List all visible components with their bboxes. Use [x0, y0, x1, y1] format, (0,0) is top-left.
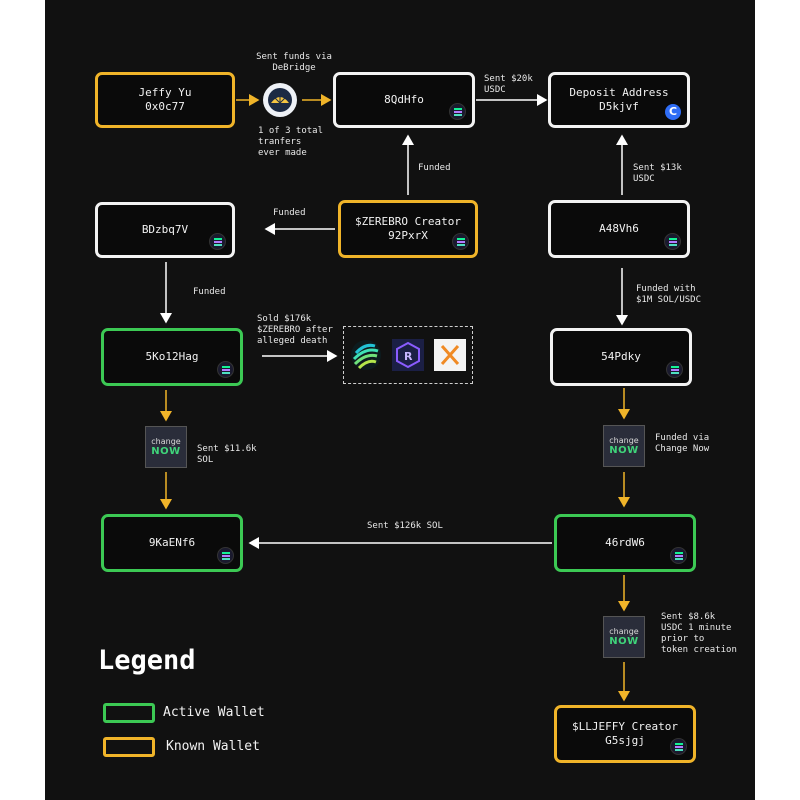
- solana-icon: [670, 738, 687, 755]
- solana-icon: [449, 103, 466, 120]
- wallet-zerebro-creator[interactable]: $ZEREBRO Creator 92PxrX: [338, 200, 478, 258]
- wallet-address: G5sjgj: [605, 734, 645, 747]
- wallet-name: $ZEREBRO Creator: [355, 215, 461, 228]
- coinbase-icon: C: [665, 104, 681, 120]
- label-funded-top: Funded: [418, 163, 451, 173]
- raydium-icon: R: [392, 339, 424, 371]
- legend-known-swatch: [103, 737, 155, 757]
- wallet-a48vh6[interactable]: A48Vh6: [548, 200, 690, 258]
- wallet-name: Jeffy Yu: [138, 86, 192, 99]
- solana-icon: [209, 233, 226, 250]
- legend-title: Legend: [98, 645, 196, 676]
- wallet-46rdw6[interactable]: 46rdW6: [554, 514, 696, 572]
- wallet-8qdhfo[interactable]: 8QdHfo: [333, 72, 475, 128]
- wallet-54pdky[interactable]: 54Pdky: [550, 328, 692, 386]
- wallet-name: 8QdHfo: [384, 93, 424, 106]
- wallet-deposit-address[interactable]: Deposit Address D5kjvf C: [548, 72, 690, 128]
- wallet-address: 92PxrX: [388, 229, 428, 242]
- wallet-bdzbq7v[interactable]: BDzbq7V: [95, 202, 235, 258]
- dex-group: R: [343, 326, 473, 384]
- wallet-name: 46rdW6: [605, 536, 645, 549]
- legend-active-label: Active Wallet: [163, 705, 265, 720]
- svg-text:R: R: [404, 350, 413, 363]
- wallet-name: BDzbq7V: [141, 223, 189, 236]
- okx-dex-icon: [434, 339, 466, 371]
- wallet-9kaenf6[interactable]: 9KaENf6: [101, 514, 243, 572]
- solana-icon: [664, 233, 681, 250]
- wallet-lljeffy-creator[interactable]: $LLJEFFY Creator G5sjgj: [554, 705, 696, 763]
- jupiter-icon: [351, 340, 381, 370]
- wallet-name: A48Vh6: [599, 222, 639, 235]
- wallet-name: 9KaENf6: [148, 536, 196, 549]
- wallet-address: 0x0c77: [145, 100, 185, 113]
- wallet-address: D5kjvf: [599, 100, 639, 113]
- wallet-jeffy-yu[interactable]: Jeffy Yu 0x0c77: [95, 72, 235, 128]
- label-funded-left: Funded: [273, 208, 306, 218]
- wallet-name: Deposit Address: [569, 86, 669, 99]
- wallet-5ko12hag[interactable]: 5Ko12Hag: [101, 328, 243, 386]
- wallet-name: 5Ko12Hag: [145, 350, 199, 363]
- solana-icon: [666, 361, 683, 378]
- legend-active-swatch: [103, 703, 155, 723]
- label-funded-1m: Funded with$1M SOL/USDC: [636, 284, 702, 305]
- debridge-icon: [263, 83, 297, 117]
- label-funded-down: Funded: [193, 287, 226, 297]
- wallet-name: $LLJEFFY Creator: [572, 720, 678, 733]
- solana-icon: [670, 547, 687, 564]
- solana-icon: [217, 361, 234, 378]
- legend-known-label: Known Wallet: [166, 739, 260, 754]
- wallet-name: 54Pdky: [601, 350, 641, 363]
- solana-icon: [217, 547, 234, 564]
- label-sent-126k: Sent $126k SOL: [367, 521, 443, 531]
- solana-icon: [452, 233, 469, 250]
- diagram-canvas: [45, 0, 755, 800]
